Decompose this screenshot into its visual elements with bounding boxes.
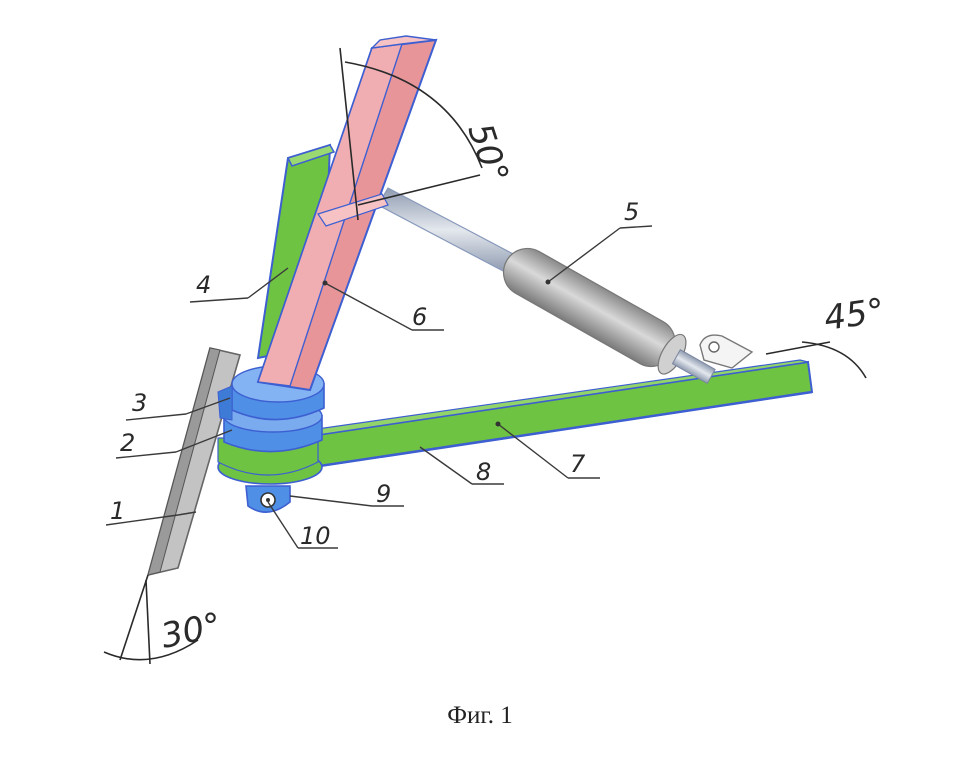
label-9: 9 [376,480,391,508]
label-1: 1 [110,497,125,525]
leaders: 1 2 3 4 5 6 7 8 9 [105,198,653,550]
angle-label-bottom: 30° [158,605,225,657]
pin-9 [245,485,291,513]
label-8: 8 [476,458,491,486]
blade-1 [146,347,242,577]
angle-label-right: 45° [822,291,887,339]
label-10: 10 [300,522,331,550]
label-5: 5 [624,198,639,226]
angle-dim-right: 45° [765,291,887,379]
label-6: 6 [412,303,427,331]
cylinder-5 [377,187,754,385]
label-4: 4 [196,271,211,299]
label-3: 3 [132,389,147,417]
mast-6 [256,35,438,392]
label-7: 7 [570,450,586,478]
figure-caption: Фиг. 1 [447,702,513,729]
angle-dim-bottom: 30° [103,574,225,665]
label-2: 2 [120,429,135,457]
